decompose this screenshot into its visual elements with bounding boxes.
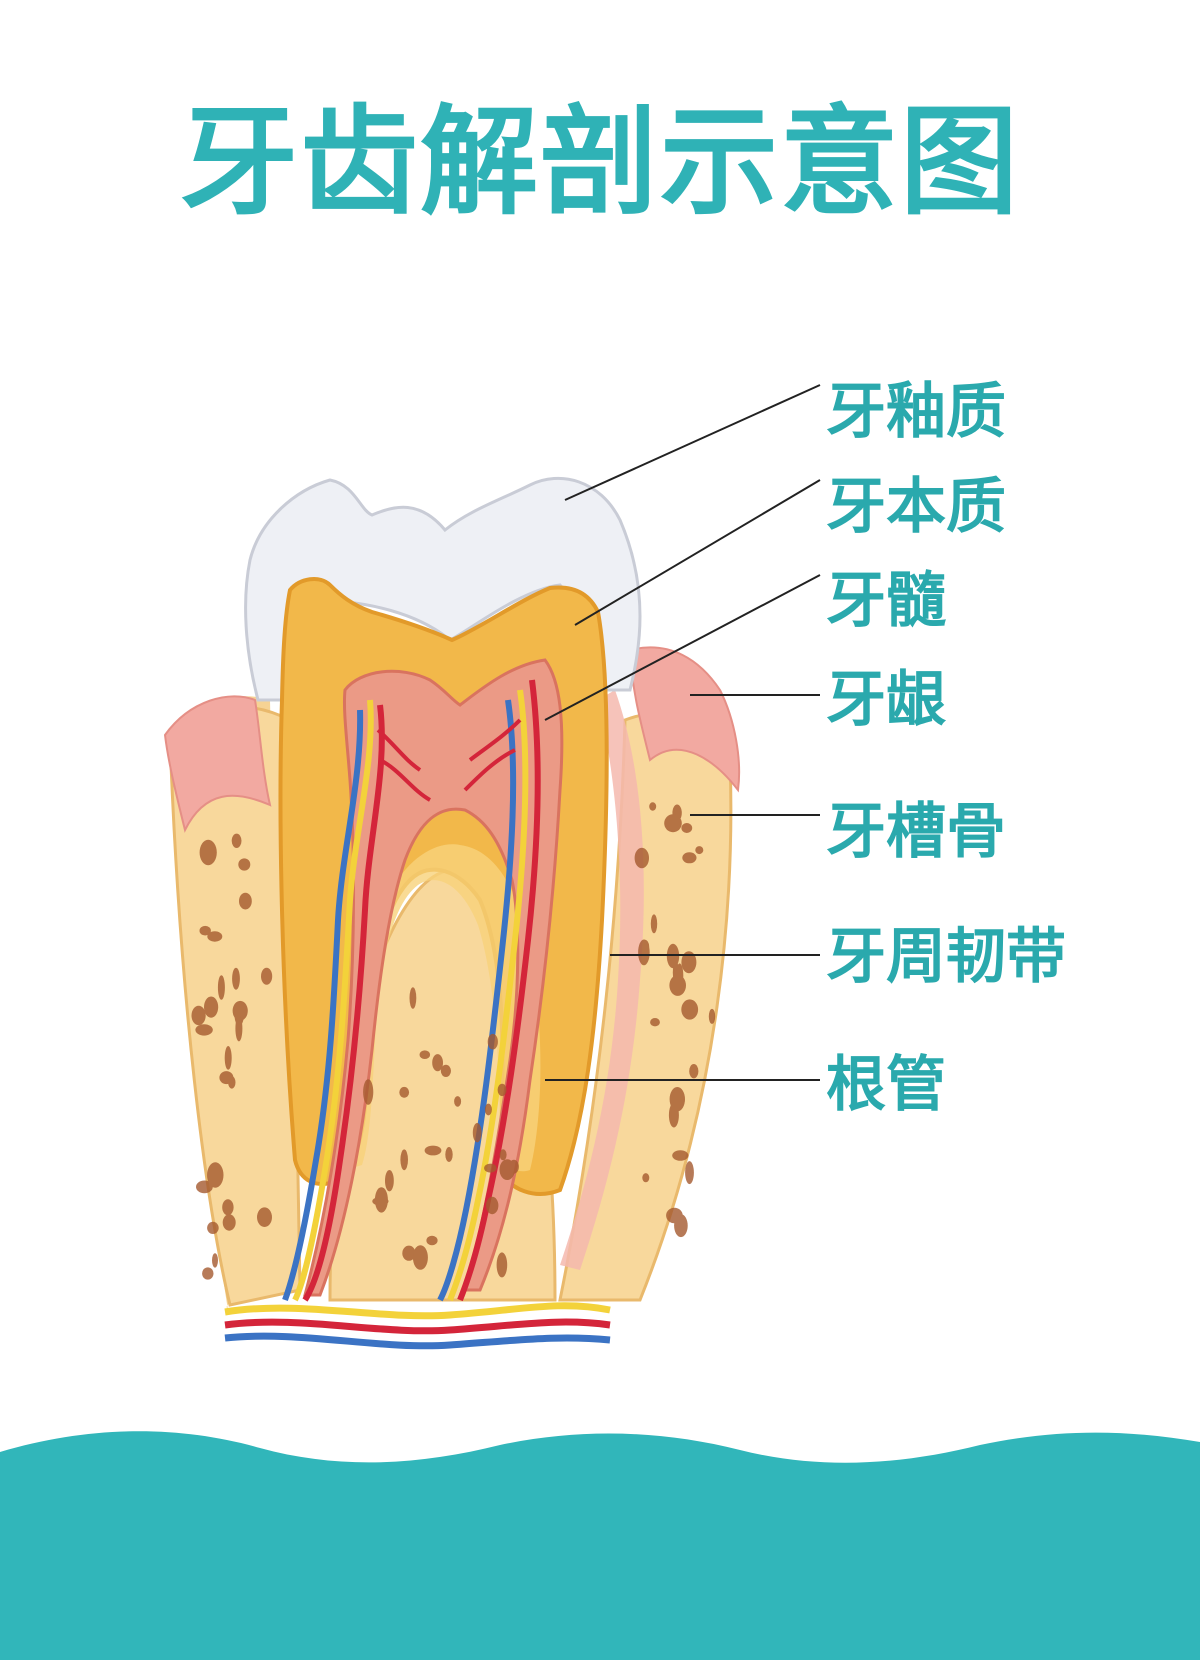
bone-pore: [649, 802, 657, 811]
bone-pore: [669, 1087, 685, 1112]
bone-pore: [257, 1207, 272, 1227]
bone-pore: [497, 1083, 507, 1097]
bone-pore: [207, 931, 223, 942]
bone-pore: [224, 1046, 232, 1070]
bone-pore: [669, 974, 686, 996]
bone-pore: [440, 1064, 451, 1077]
artery-left: [302, 704, 385, 1302]
bone-pore: [695, 846, 704, 855]
bone-pore: [207, 1162, 224, 1188]
leader-line-pulp: [544, 574, 821, 721]
bone-pore: [496, 1252, 508, 1278]
bone-pore: [674, 1214, 688, 1238]
bone-pore: [196, 1180, 213, 1194]
bone-pore: [419, 1050, 431, 1059]
bone-pore: [222, 1214, 236, 1231]
bone-pore: [681, 823, 693, 833]
nerve-right: [447, 689, 529, 1302]
gum-right: [628, 646, 741, 793]
bone-pore: [499, 1149, 507, 1161]
bone-pore: [399, 1086, 410, 1098]
bone-pore: [682, 852, 697, 864]
bone-pore: [445, 1147, 453, 1162]
bone-pore: [638, 939, 650, 966]
bone-pore: [402, 1245, 416, 1261]
bone-pore: [672, 1150, 689, 1161]
gum-left: [163, 695, 272, 833]
bone-pore: [424, 1145, 442, 1156]
bone-pore: [426, 1235, 438, 1246]
bone-pore: [484, 1103, 492, 1116]
bone-pore: [708, 1008, 716, 1024]
bone-pore: [202, 1267, 214, 1280]
bone-pore: [212, 1253, 218, 1268]
bone-pore: [217, 975, 225, 1000]
bone-pore: [486, 1196, 499, 1215]
bone-pores: [191, 802, 716, 1280]
label-periodontal-ligament: 牙周韧带: [826, 922, 1066, 992]
label-enamel: 牙釉质: [826, 377, 1006, 447]
bone-pore: [689, 1064, 699, 1079]
vessel-branches: [376, 718, 522, 802]
bone-pore: [385, 1170, 394, 1192]
bone-pore: [412, 1245, 428, 1270]
bone-pore: [204, 996, 219, 1018]
bone-pore: [199, 925, 211, 936]
bone-pore: [199, 839, 217, 866]
vein-left: [282, 709, 364, 1302]
label-dentin: 牙本质: [826, 472, 1006, 542]
bone-pore: [222, 1199, 234, 1216]
bone-pore: [239, 892, 252, 910]
label-root-canal: 根管: [826, 1050, 946, 1120]
dentin-inner: [345, 844, 541, 1172]
bone-pore: [409, 987, 417, 1009]
bone-pore: [650, 914, 658, 934]
bone-pore: [432, 1054, 443, 1072]
page-title: 牙齿解剖示意图: [179, 92, 1020, 231]
bone-pore: [664, 814, 682, 833]
bone-pore: [634, 847, 649, 869]
bone-pore: [207, 1221, 219, 1234]
periodontal-ligament: [560, 690, 644, 1270]
bone-pore: [232, 1000, 248, 1021]
bone-pore: [400, 1149, 409, 1171]
bone-pore: [650, 1018, 660, 1027]
bone-pore: [363, 1079, 374, 1105]
leader-line-dentin: [574, 479, 821, 626]
base-vessel-red: [224, 1318, 611, 1335]
bone-pore: [219, 1071, 234, 1085]
nerve-left: [292, 699, 374, 1302]
bone-pore: [235, 1015, 243, 1042]
bone-pore: [191, 1005, 206, 1026]
label-alveolar-bone: 牙槽骨: [826, 797, 1006, 867]
base-vessel-yellow: [224, 1302, 611, 1320]
bone-pore: [374, 1187, 388, 1213]
label-pulp: 牙髓: [826, 566, 946, 636]
bone-pore: [681, 951, 697, 974]
bone-pore: [681, 999, 699, 1020]
bone-pore: [232, 967, 240, 990]
bone-pore: [685, 1161, 694, 1185]
bone-pore: [484, 1163, 497, 1173]
bone-pore: [472, 1123, 482, 1143]
footer-wave: [0, 1431, 1200, 1660]
bone-pore: [454, 1096, 462, 1107]
base-vessel-blue: [224, 1332, 611, 1350]
bone-pore: [195, 1024, 213, 1036]
label-gum: 牙龈: [826, 665, 946, 735]
bone-pore: [231, 833, 242, 848]
artery-right: [457, 679, 541, 1302]
bone-pore: [238, 858, 251, 871]
bone-pore: [642, 1173, 650, 1183]
leader-line-enamel: [564, 384, 821, 501]
bone-pore: [261, 967, 273, 985]
bone-pore: [508, 1159, 519, 1174]
bone-pore: [487, 1033, 498, 1050]
